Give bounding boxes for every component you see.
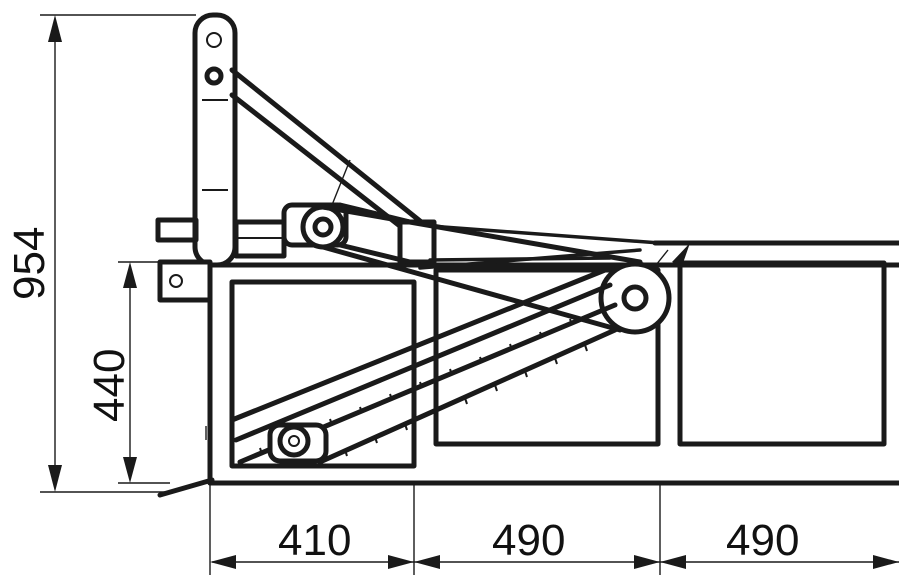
dimension-widths: 410 490 490: [209, 485, 899, 575]
main-pulley: [598, 243, 690, 335]
dimension-total-height: 954: [5, 14, 196, 493]
bay-3: [677, 260, 887, 447]
dimension-frame-height: 440: [85, 261, 170, 484]
bay-1: [229, 279, 417, 469]
belts: [320, 204, 662, 333]
bay-2-width-label: 490: [492, 516, 565, 565]
bay-1-width-label: 410: [278, 516, 351, 565]
inclined-conveyor: [157, 267, 618, 498]
mast: [155, 12, 287, 303]
frame-height-label: 440: [85, 349, 134, 422]
bay-3-width-label: 490: [726, 516, 799, 565]
upper-arm: [229, 67, 428, 233]
total-height-label: 954: [5, 227, 54, 300]
